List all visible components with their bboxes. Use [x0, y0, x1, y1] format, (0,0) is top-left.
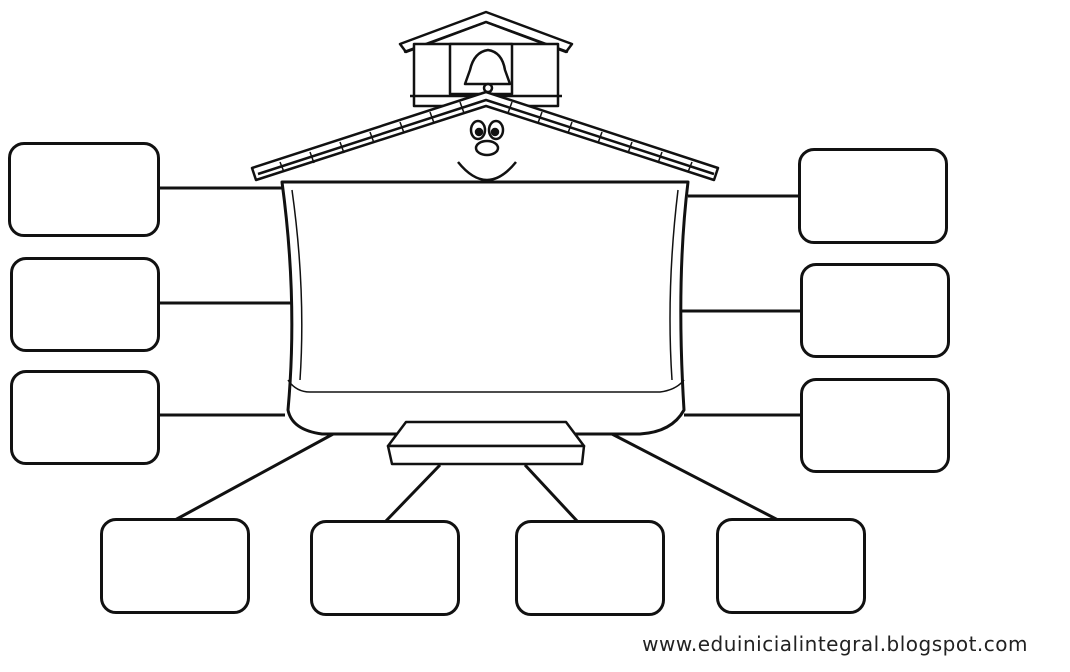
roof-outline [250, 90, 720, 182]
connector-bottom-3 [523, 463, 580, 524]
smile-icon [457, 161, 517, 182]
answer-box-right-2[interactable] [800, 263, 950, 358]
bell-tower [398, 10, 574, 108]
connector-bottom-4 [609, 431, 779, 522]
tower-roof-edge [403, 20, 569, 54]
wall-base-ledge [287, 379, 685, 393]
roof-tiles [279, 101, 693, 173]
step-front [386, 444, 586, 466]
wall-inner-left [291, 189, 303, 381]
connector-bottom-1 [174, 431, 336, 522]
answer-box-right-1[interactable] [798, 148, 948, 244]
watermark-url: www.eduinicialintegral.blogspot.com [642, 632, 1028, 656]
roof-inner-edge [257, 98, 715, 176]
answer-box-left-3[interactable] [10, 370, 160, 465]
answer-box-left-2[interactable] [10, 257, 160, 352]
nose-icon [474, 139, 500, 157]
step-top [386, 420, 586, 448]
wall-inner-right [669, 189, 679, 381]
answer-box-bottom-4[interactable] [716, 518, 866, 614]
answer-box-bottom-3[interactable] [515, 520, 665, 616]
main-roof [250, 90, 720, 182]
building-wall [280, 180, 690, 436]
answer-box-bottom-1[interactable] [100, 518, 250, 614]
connector-bottom-2 [383, 463, 442, 524]
connector-lines [160, 186, 800, 524]
answer-box-bottom-2[interactable] [310, 520, 460, 616]
front-step [386, 420, 586, 466]
wall-outline [280, 180, 690, 436]
bell-icon [463, 48, 512, 86]
answer-box-left-1[interactable] [8, 142, 160, 237]
answer-box-right-3[interactable] [800, 378, 950, 473]
smiling-face [457, 119, 517, 182]
bell-clapper-icon [482, 82, 494, 94]
